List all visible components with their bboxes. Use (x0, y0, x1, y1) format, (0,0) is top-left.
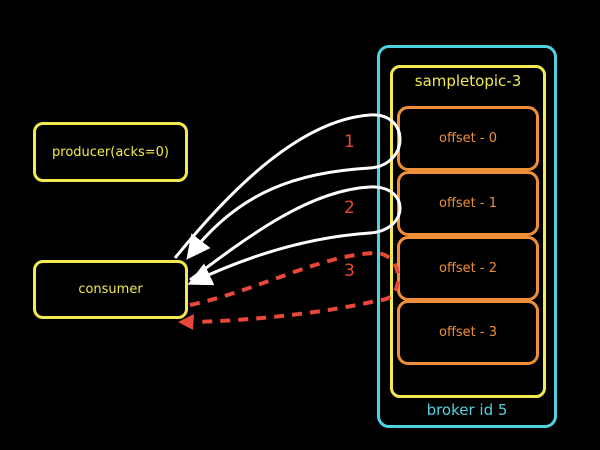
failed-fetch-arrow-3 (189, 250, 401, 324)
step-label: 3 (344, 261, 355, 281)
producer-label: producer(acks=0) (52, 144, 169, 160)
offset-label: offset - 0 (438, 131, 497, 146)
producer-box: producer(acks=0) (33, 122, 188, 182)
failed-fetch-arrowhead (178, 314, 194, 330)
fetch-arrow-1 (173, 113, 402, 260)
broker-box: broker id 5 (377, 45, 557, 428)
topic-label: sampletopic-3 (414, 72, 522, 90)
offset-label: offset - 2 (438, 261, 497, 276)
topic-partition-box: sampletopic-3 (390, 65, 546, 398)
broker-label: broker id 5 (426, 401, 508, 419)
fetch-arrow-2 (187, 185, 402, 286)
offset-box: offset - 3 (397, 300, 539, 365)
consumer-label: consumer (78, 282, 143, 297)
offset-label: offset - 3 (438, 325, 497, 340)
step-label: 1 (344, 132, 355, 152)
step-label: 2 (344, 198, 355, 218)
offset-label: offset - 1 (438, 196, 497, 211)
consumer-box: consumer (33, 260, 188, 319)
